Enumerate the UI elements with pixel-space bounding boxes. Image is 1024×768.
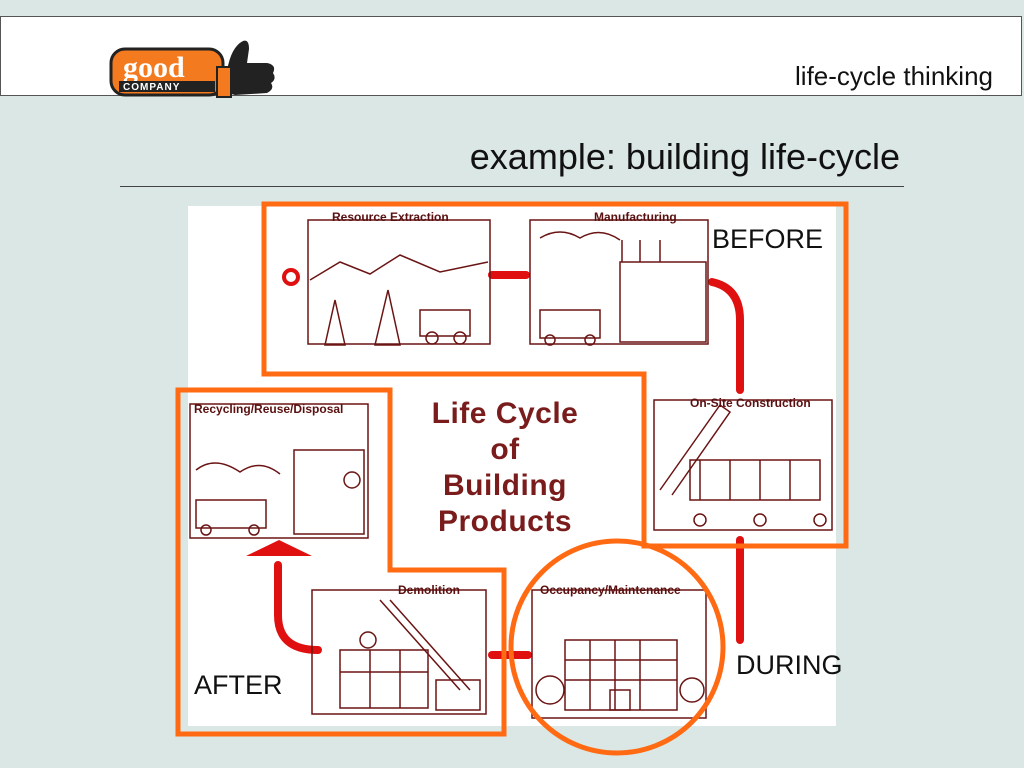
svg-text:COMPANY: COMPANY [123,82,180,93]
phase-label-before: BEFORE [710,224,826,254]
highlight-during-circle [508,538,726,756]
title-divider [120,186,904,187]
panel-demolition [311,589,487,715]
highlight-after-region [175,387,507,737]
panel-on-site-construction [653,399,833,531]
label-resource-extraction: Resource Extraction [332,210,449,224]
good-company-logo: good COMPANY [109,40,275,98]
panel-manufacturing [529,219,709,346]
center-title-line-1: Life Cycle [431,397,579,430]
label-on-site-construction: On-Site Construction [690,396,811,410]
flow-manufacturing-to-construction [708,278,744,394]
center-title-line-4: Products [437,505,573,538]
header-title: life-cycle thinking [795,61,993,91]
label-manufacturing: Manufacturing [594,210,677,224]
center-title-line-2: of [490,433,520,466]
svg-text:good: good [123,51,185,84]
center-title-line-3: Building [443,469,567,502]
arrow-head-recycling [246,540,312,556]
panel-resource-extraction [307,219,491,346]
slide-title: example: building life-cycle [469,136,900,177]
phase-label-after: AFTER [192,670,285,700]
phase-label-during: DURING [736,650,843,680]
flow-start-marker [282,268,300,286]
label-demolition: Demolition [398,583,460,597]
flow-demolition-to-recycling [274,561,322,654]
label-occupancy-maintenance: Occupancy/Maintenance [540,583,681,597]
panel-recycling [189,403,369,539]
center-title: Life Cycle of Building Products [410,396,600,540]
flow-arrows [274,271,744,659]
label-recycling: Recycling/Reuse/Disposal [194,402,343,416]
panel-occupancy-maintenance [531,589,707,719]
header-bar: good COMPANY life-cycle thinking [0,16,1022,98]
